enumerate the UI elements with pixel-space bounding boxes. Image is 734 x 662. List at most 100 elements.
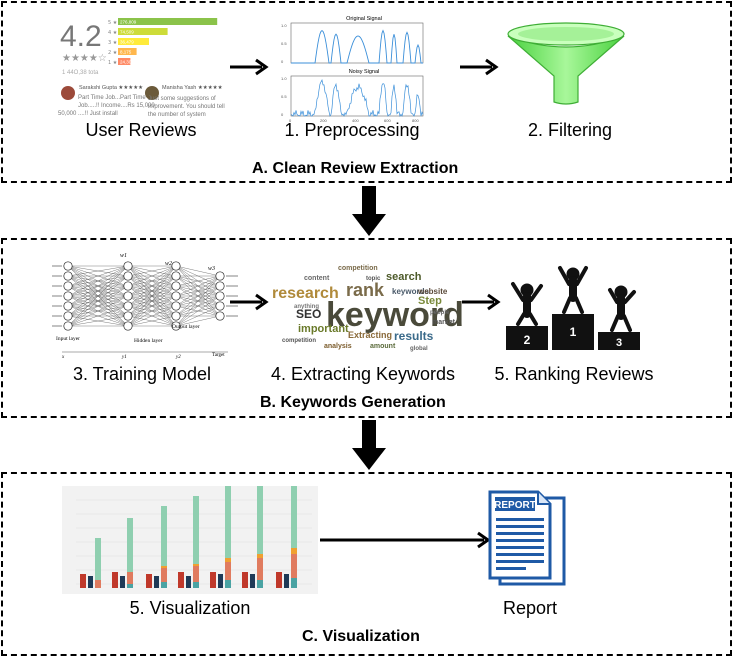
viz-bar-segment xyxy=(257,554,263,558)
reviewer-1-name: Sarakshi Gupta ★★★★★ xyxy=(79,84,143,91)
y2-label: y2 xyxy=(175,355,181,360)
word-website: amount xyxy=(370,343,396,350)
svg-text:0: 0 xyxy=(289,118,292,123)
network-edge xyxy=(67,265,129,307)
neural-network-diagram: w1 w2 w3 Input layer Hidden layer Output… xyxy=(48,248,240,360)
network-edge xyxy=(127,275,177,327)
network-node xyxy=(123,321,133,331)
network-edge xyxy=(175,275,221,327)
word-topic: topic xyxy=(366,276,381,282)
network-node xyxy=(215,271,225,281)
word-seo: SEO xyxy=(296,307,321,321)
podium-second xyxy=(506,326,548,350)
viz-bar-segment xyxy=(225,558,231,562)
report-heading-text: REPORT xyxy=(494,500,536,511)
weight-w2: w2 xyxy=(165,261,172,267)
rating-bar-label: 2 ★ xyxy=(108,50,118,56)
extracting-keywords-label: 4. Extracting Keywords xyxy=(270,364,456,384)
network-node xyxy=(171,261,181,271)
signal-plots-graphic: Original Signal Noisy Signal 1.00.50 1.0… xyxy=(281,16,424,123)
viz-bar-segment xyxy=(127,572,133,584)
reviewer-1-line-2: Job.....!! Income....Rs 15,000 xyxy=(78,103,155,109)
viz-bar xyxy=(154,576,159,588)
arrow-right-icon xyxy=(460,58,499,76)
word-keyword-main: keyword xyxy=(326,296,464,334)
word-going: important xyxy=(298,323,349,335)
viz-bar-segment xyxy=(291,548,297,554)
viz-bar xyxy=(242,572,248,588)
weight-w3: w3 xyxy=(208,266,215,272)
viz-bar xyxy=(80,574,86,588)
viz-bar-segment xyxy=(161,582,167,588)
podium-third-number: 3 xyxy=(616,337,622,349)
viz-bar-segment xyxy=(225,562,231,580)
network-edge xyxy=(175,295,221,327)
network-node xyxy=(63,271,73,281)
svg-text:200: 200 xyxy=(320,118,327,123)
reviewer-1-line-1: Part Time Job...Part Time xyxy=(78,95,146,101)
network-node xyxy=(215,281,225,291)
rating-bar xyxy=(118,18,218,25)
podium-first xyxy=(552,314,594,350)
network-edge xyxy=(175,275,221,317)
reviewer-2-name: Manisha Yash ★★★★★ xyxy=(162,84,223,91)
arrow-right-icon xyxy=(462,293,501,311)
network-edge xyxy=(127,265,177,327)
network-node xyxy=(123,291,133,301)
rating-bar-label: 4 ★ xyxy=(108,30,118,36)
network-edge xyxy=(127,305,177,327)
original-signal-line xyxy=(291,29,423,64)
keyword-word-cloud: competition search research rank keyword… xyxy=(268,256,464,358)
network-node xyxy=(63,261,73,271)
stacked-bar-visualization xyxy=(62,486,318,594)
hidden-layer-label: Hidden layer xyxy=(134,338,163,344)
rating-bar-value: 8,175 xyxy=(120,50,132,55)
svg-text:800: 800 xyxy=(412,118,419,123)
word-keywords-small: keywords xyxy=(392,287,429,296)
network-node xyxy=(171,271,181,281)
network-edge xyxy=(67,265,129,277)
rating-bar xyxy=(118,58,131,65)
reviewer-2-line-3: the number of system xyxy=(148,112,206,118)
viz-bar-segment xyxy=(161,566,167,568)
word-list: website xyxy=(417,287,448,296)
viz-bar-segment xyxy=(193,566,199,582)
network-edge xyxy=(127,315,177,327)
arrow-right-long-icon xyxy=(320,531,491,549)
viz-bar-segment xyxy=(95,580,101,588)
network-edge xyxy=(127,265,177,297)
viz-bar-segment xyxy=(193,582,199,588)
svg-text:0.5: 0.5 xyxy=(281,94,287,99)
output-layer-label: Output layer xyxy=(172,324,200,330)
reviewer-2-line-2: improvement. You should tell xyxy=(148,104,225,110)
viz-bar-segment xyxy=(95,538,101,580)
noisy-signal-frame xyxy=(290,75,424,117)
svg-text:600: 600 xyxy=(384,118,391,123)
network-node xyxy=(63,301,73,311)
network-edge xyxy=(175,315,221,327)
word-research: research xyxy=(272,285,339,302)
network-edge xyxy=(127,295,177,327)
arrow-right-icon xyxy=(230,293,269,311)
viz-bar xyxy=(112,572,118,588)
network-node xyxy=(171,321,181,331)
viz-bar-segment xyxy=(291,486,297,548)
svg-text:0: 0 xyxy=(281,112,284,117)
rating-bar-label: 1 ★ xyxy=(108,60,118,66)
svg-text:400: 400 xyxy=(352,118,359,123)
report-document-icon: REPORT xyxy=(488,490,566,586)
rating-bar-label: 5 ★ xyxy=(108,20,118,26)
word-content: content xyxy=(304,275,330,282)
podium-first-number: 1 xyxy=(570,325,577,339)
network-node xyxy=(123,311,133,321)
preprocessing-label: 1. Preprocessing xyxy=(284,120,420,140)
word-find: search xyxy=(386,271,422,283)
network-edge xyxy=(127,265,177,317)
viz-bar-segment xyxy=(225,486,231,558)
word-step: Step xyxy=(418,295,442,307)
rating-bar-value: 276,809 xyxy=(120,20,137,25)
svg-text:1.0: 1.0 xyxy=(281,23,287,28)
viz-bar-segment xyxy=(127,584,133,588)
rating-value: 4.2 xyxy=(60,20,102,53)
